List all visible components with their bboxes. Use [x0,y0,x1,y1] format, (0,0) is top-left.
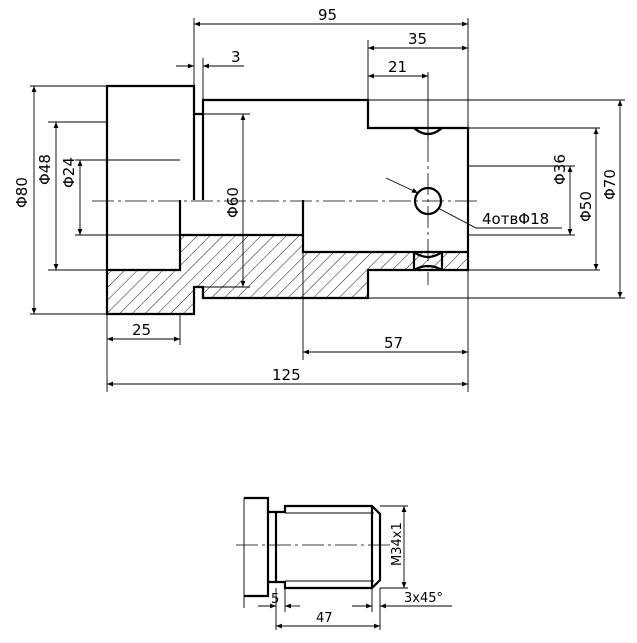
dim-text-d70: Φ70 [601,169,619,200]
section-hatch [107,235,468,314]
groove-bottom [412,251,444,271]
hole-note-text: 4отвΦ18 [482,210,549,228]
dim-text-d80: Φ80 [13,177,31,208]
extension-lines [30,18,625,392]
dim-text-21: 21 [388,58,407,76]
thread-body [276,504,382,590]
dim-text-d36: Φ36 [551,154,569,185]
dim-text-57: 57 [384,334,403,352]
dim-text-d48: Φ48 [36,154,54,185]
dim-text-95: 95 [318,6,337,24]
dim-text-3: 3 [231,48,241,66]
hole-leader-tail [437,207,562,229]
collar [244,496,278,598]
dim-text-125: 125 [272,366,301,384]
dim-text-d50: Φ50 [577,191,595,222]
detail-extension-lines [275,505,408,630]
detail-view: M34x1 5 47 3x45° [236,496,452,630]
thread-label: M34x1 [390,522,405,566]
hole-leader [385,177,419,194]
dim-text-47: 47 [316,611,333,626]
dim-text-25: 25 [132,321,151,339]
chamfer-label: 3x45° [404,591,443,606]
dim-text-d60: Φ60 [224,187,242,218]
dim-text-5: 5 [271,592,279,607]
dim-text-d24: Φ24 [60,157,78,188]
main-view: 95 35 3 21 Φ80 Φ48 Φ24 Φ60 Φ36 Φ50 Φ70 4… [13,6,625,392]
dim-text-35: 35 [408,30,427,48]
